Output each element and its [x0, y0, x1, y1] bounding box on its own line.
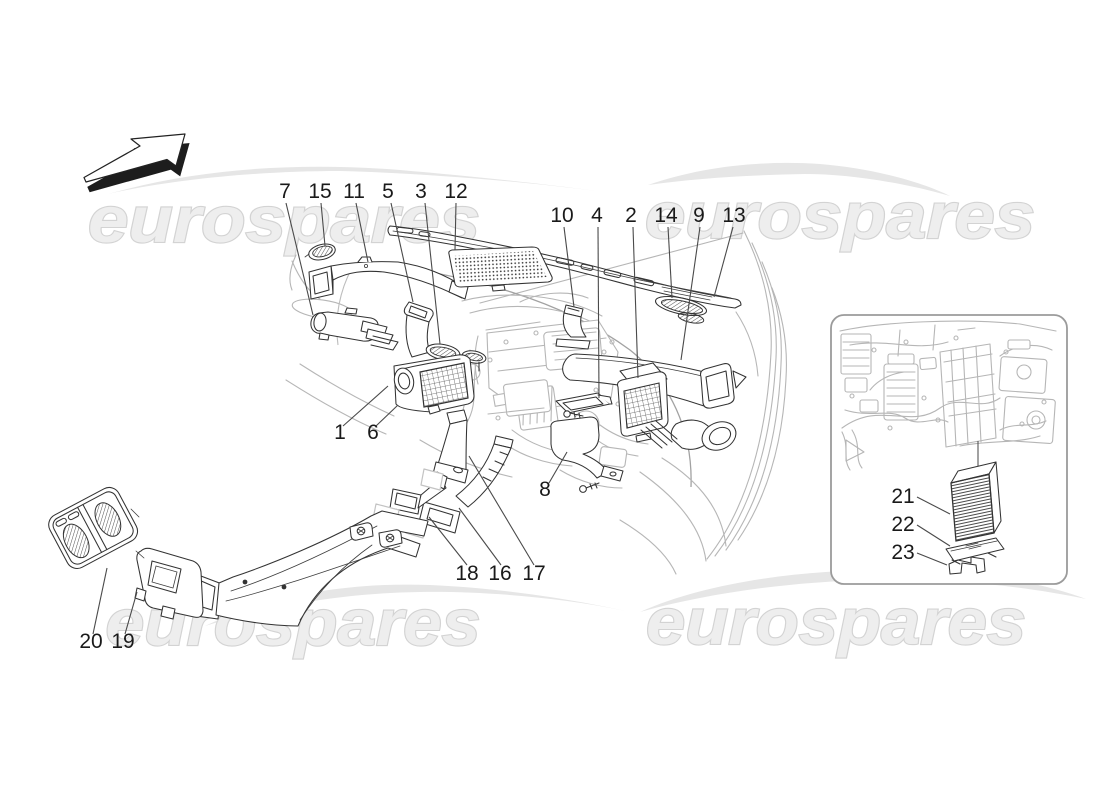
leader-line-23	[916, 552, 948, 566]
leader-line-5	[390, 202, 414, 303]
part-drawing-5	[403, 301, 434, 358]
part-label-19: 19	[111, 630, 134, 653]
leader-line-10	[563, 226, 575, 308]
part-label-8: 8	[539, 478, 551, 501]
screw-icon-part4	[563, 410, 584, 419]
leader-line-16	[458, 507, 502, 566]
leader-line-19	[124, 591, 138, 635]
part-drawing-19	[134, 547, 204, 620]
part-label-18: 18	[455, 562, 478, 585]
leader-line-9	[680, 226, 701, 361]
part-label-20: 20	[79, 630, 102, 653]
part-drawing-14	[654, 295, 708, 324]
leader-line-15	[320, 202, 326, 247]
leader-line-22	[916, 524, 951, 547]
part-label-9: 9	[693, 204, 705, 227]
part-label-14: 14	[654, 204, 678, 227]
part-drawing-1-6	[393, 354, 475, 415]
watermark-text-top-left: eurospares	[88, 183, 480, 256]
part-drawing-side-elbow	[670, 419, 737, 451]
leader-line-8	[548, 451, 568, 484]
part-drawing-11	[308, 256, 469, 300]
leader-line-18	[428, 516, 468, 566]
leader-line-1	[342, 385, 389, 427]
part-label-2: 2	[625, 204, 637, 227]
part-drawing-22-tray	[945, 537, 1005, 565]
part-drawing-15	[304, 243, 336, 261]
leader-line-17	[468, 455, 535, 566]
leader-line-20	[92, 567, 108, 635]
part-drawing-17	[432, 409, 469, 484]
leader-line-7	[285, 202, 314, 316]
part-drawing-8	[550, 416, 624, 493]
part-drawing-16	[418, 435, 514, 534]
part-label-17: 17	[522, 562, 545, 585]
part-label-12: 12	[444, 180, 467, 203]
part-drawing-23-clip	[948, 556, 986, 575]
leader-line-3	[424, 202, 441, 345]
inset-faint-hvac	[839, 320, 1057, 471]
part-label-22: 22	[891, 513, 914, 536]
part-drawing-21-filter	[950, 461, 1002, 542]
part-label-13: 13	[722, 204, 745, 227]
part-label-1: 1	[334, 421, 346, 444]
part-drawing-20	[48, 486, 145, 569]
part-drawing-4	[555, 392, 613, 419]
screw-icon-part8	[579, 482, 600, 493]
part-drawing-7	[310, 307, 399, 351]
part-label-21: 21	[891, 485, 914, 508]
vent-20-rotated-group	[48, 486, 139, 569]
leader-line-4	[597, 226, 600, 399]
leader-line-21	[916, 496, 951, 515]
part-label-4: 4	[591, 204, 603, 227]
leader-line-2	[632, 226, 639, 379]
inset-detail-box	[830, 314, 1068, 585]
part-drawing-10	[555, 304, 591, 350]
part-label-3: 3	[415, 180, 427, 203]
part-label-10: 10	[550, 204, 573, 227]
watermark-text-top-right: eurospares	[645, 179, 1035, 252]
part-label-7: 7	[279, 180, 291, 203]
leader-line-11	[355, 202, 369, 263]
part-drawing-12	[448, 246, 553, 292]
part-label-16: 16	[488, 562, 511, 585]
leader-line-13	[713, 226, 734, 298]
leader-line-12	[454, 202, 457, 251]
watermark-swoosh-top-left	[108, 166, 596, 194]
part-label-6: 6	[367, 421, 379, 444]
part-drawing-2	[616, 362, 669, 443]
part-drawing-duct-ribs	[640, 420, 678, 449]
orientation-arrow	[83, 133, 190, 193]
watermark-text-bottom-right: eurospares	[646, 585, 1026, 658]
watermark-swoosh-top-right	[648, 162, 950, 196]
part-label-5: 5	[382, 180, 394, 203]
leader-line-6	[375, 404, 399, 427]
leader-line-14	[667, 226, 673, 299]
part-label-11: 11	[343, 180, 365, 203]
part-label-23: 23	[891, 541, 914, 564]
part-label-15: 15	[308, 180, 331, 203]
